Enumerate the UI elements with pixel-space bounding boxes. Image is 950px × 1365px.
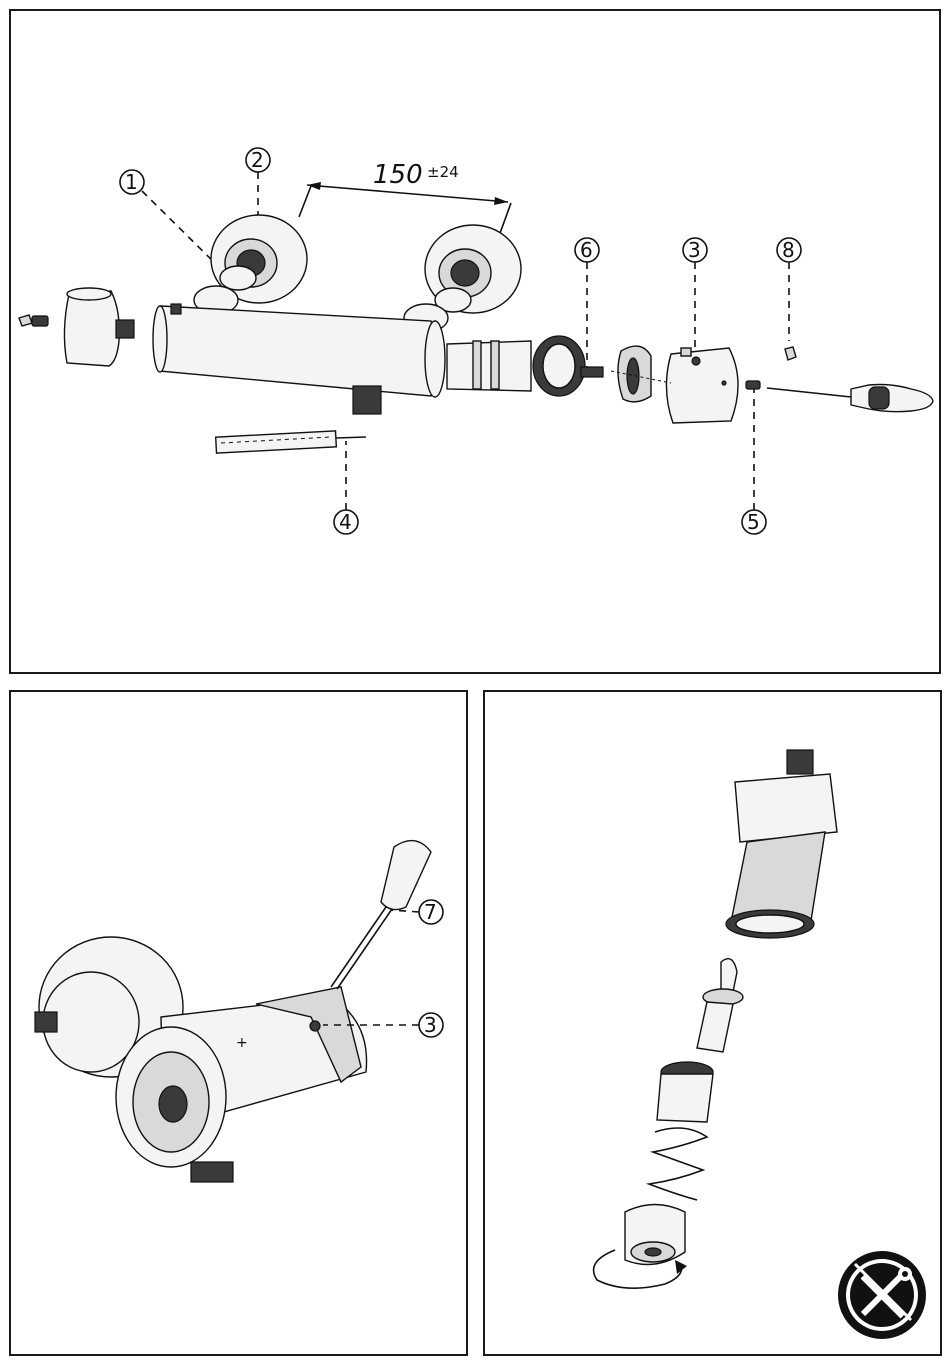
screw-8	[785, 347, 796, 360]
dimension-tolerance: ±24	[427, 163, 459, 181]
wall-eccentric-right	[404, 225, 521, 332]
svg-text:5: 5	[747, 510, 760, 534]
exploded-view-panel: 150 ±24 1 2 6 3 8	[9, 9, 941, 674]
spring-assembly	[649, 1062, 713, 1200]
screwdriver	[746, 381, 933, 412]
svg-text:2: 2	[251, 148, 264, 172]
screwdriver-7	[331, 841, 431, 989]
callout-5: 5	[742, 389, 766, 534]
temperature-gauge	[216, 431, 366, 453]
svg-text:6: 6	[580, 238, 593, 262]
svg-text:4: 4	[339, 510, 352, 534]
mixer-body	[153, 304, 445, 414]
temperature-handle	[666, 348, 738, 423]
wall-eccentric-left	[194, 215, 307, 314]
svg-text:8: 8	[782, 238, 795, 262]
dimension-value: 150	[373, 160, 423, 190]
piston	[697, 959, 743, 1052]
cartridge-upper	[726, 750, 837, 938]
end-cap-left	[64, 288, 134, 366]
adjustment-nut	[625, 1205, 685, 1265]
callout-8: 8	[777, 238, 801, 341]
thermostatic-cartridge	[447, 336, 603, 396]
assembled-view-drawing: + 7 3	[11, 692, 470, 1358]
svg-text:1: 1	[125, 170, 138, 194]
callout-3: 3	[683, 238, 707, 351]
svg-text:+: +	[236, 1035, 248, 1051]
svg-text:3: 3	[688, 238, 701, 262]
exploded-view-drawing: 150 ±24 1 2 6 3 8	[11, 11, 943, 676]
svg-text:7: 7	[424, 900, 437, 924]
svg-text:3: 3	[424, 1013, 437, 1037]
cartridge-disassembly-panel	[483, 690, 942, 1356]
cartridge-disassembly-drawing	[485, 692, 944, 1358]
screw-part	[19, 315, 48, 326]
callout-4: 4	[334, 441, 358, 534]
no-tools-icon	[838, 1251, 926, 1339]
assembled-view-panel: + 7 3	[9, 690, 468, 1356]
dimension-150: 150 ±24	[299, 160, 511, 236]
retaining-ring	[618, 346, 651, 402]
